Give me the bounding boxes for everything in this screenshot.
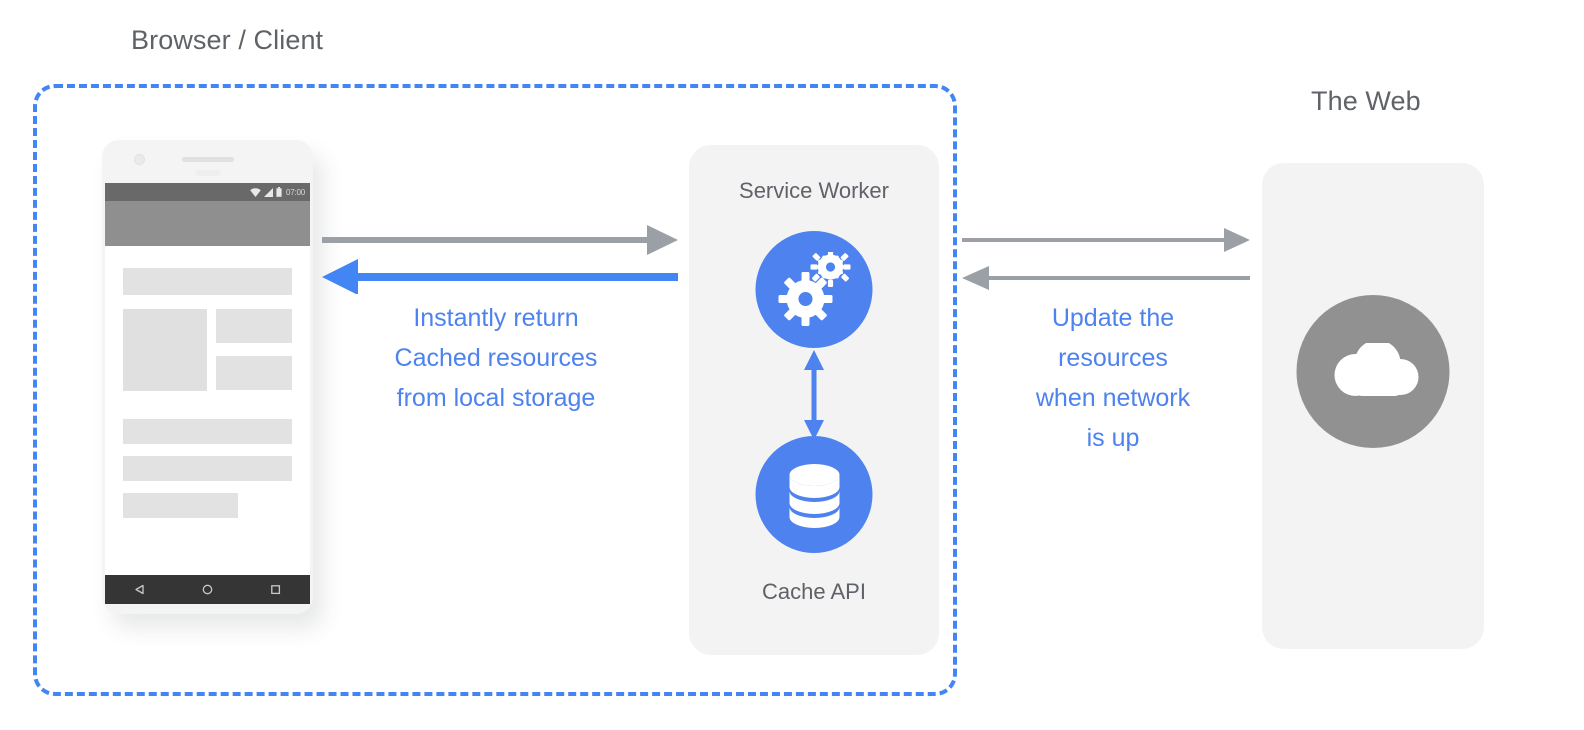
placeholder-image <box>123 309 207 391</box>
gears-icon <box>778 251 850 326</box>
battery-icon <box>276 187 282 197</box>
service-worker-panel: Service Worker <box>689 145 939 655</box>
database-icon <box>789 463 839 528</box>
arrows-worker-web <box>962 228 1250 290</box>
service-worker-title: Service Worker <box>739 178 889 203</box>
signal-icon <box>263 187 273 197</box>
placeholder-block <box>123 419 292 444</box>
placeholder-block <box>123 493 238 518</box>
placeholder-block <box>123 456 292 481</box>
caption-the-web: The Web <box>1311 86 1421 116</box>
placeholder-side-group <box>216 309 292 391</box>
caption-browser-client: Browser / Client <box>131 25 324 55</box>
arrow-worker-to-client <box>322 259 678 294</box>
recents-square-icon[interactable] <box>269 583 282 596</box>
placeholder-block <box>123 268 292 295</box>
phone-app-bar <box>105 201 310 246</box>
phone-content-wireframe <box>105 246 310 575</box>
status-bar-time: 07:00 <box>285 187 305 197</box>
phone-device: 07:00 <box>102 140 313 614</box>
cache-api-database-badge <box>755 436 873 553</box>
web-panel <box>1262 163 1484 649</box>
arrows-client-worker <box>322 225 678 294</box>
home-circle-icon[interactable] <box>201 583 214 596</box>
service-worker-gears-badge <box>755 231 873 348</box>
web-cloud-badge <box>1296 295 1450 448</box>
phone-earpiece <box>181 157 234 162</box>
placeholder-block <box>216 309 292 343</box>
phone-camera-icon <box>134 154 145 165</box>
wifi-icon <box>250 187 261 197</box>
arrow-web-to-worker <box>962 266 1250 290</box>
back-triangle-icon[interactable] <box>133 583 146 596</box>
cloud-icon <box>1334 342 1418 396</box>
phone-status-bar: 07:00 <box>105 183 310 201</box>
placeholder-block <box>216 356 292 390</box>
client-boundary-box <box>33 84 957 696</box>
phone-sensor <box>194 170 221 176</box>
phone-navigation-bar <box>105 575 310 604</box>
double-arrow-vertical-icon <box>804 350 824 440</box>
placeholder-group <box>123 309 292 391</box>
arrow-client-to-worker <box>322 225 678 255</box>
arrow-worker-to-web <box>962 228 1250 252</box>
phone-screen: 07:00 <box>105 183 310 575</box>
cache-api-title: Cache API <box>762 579 866 604</box>
